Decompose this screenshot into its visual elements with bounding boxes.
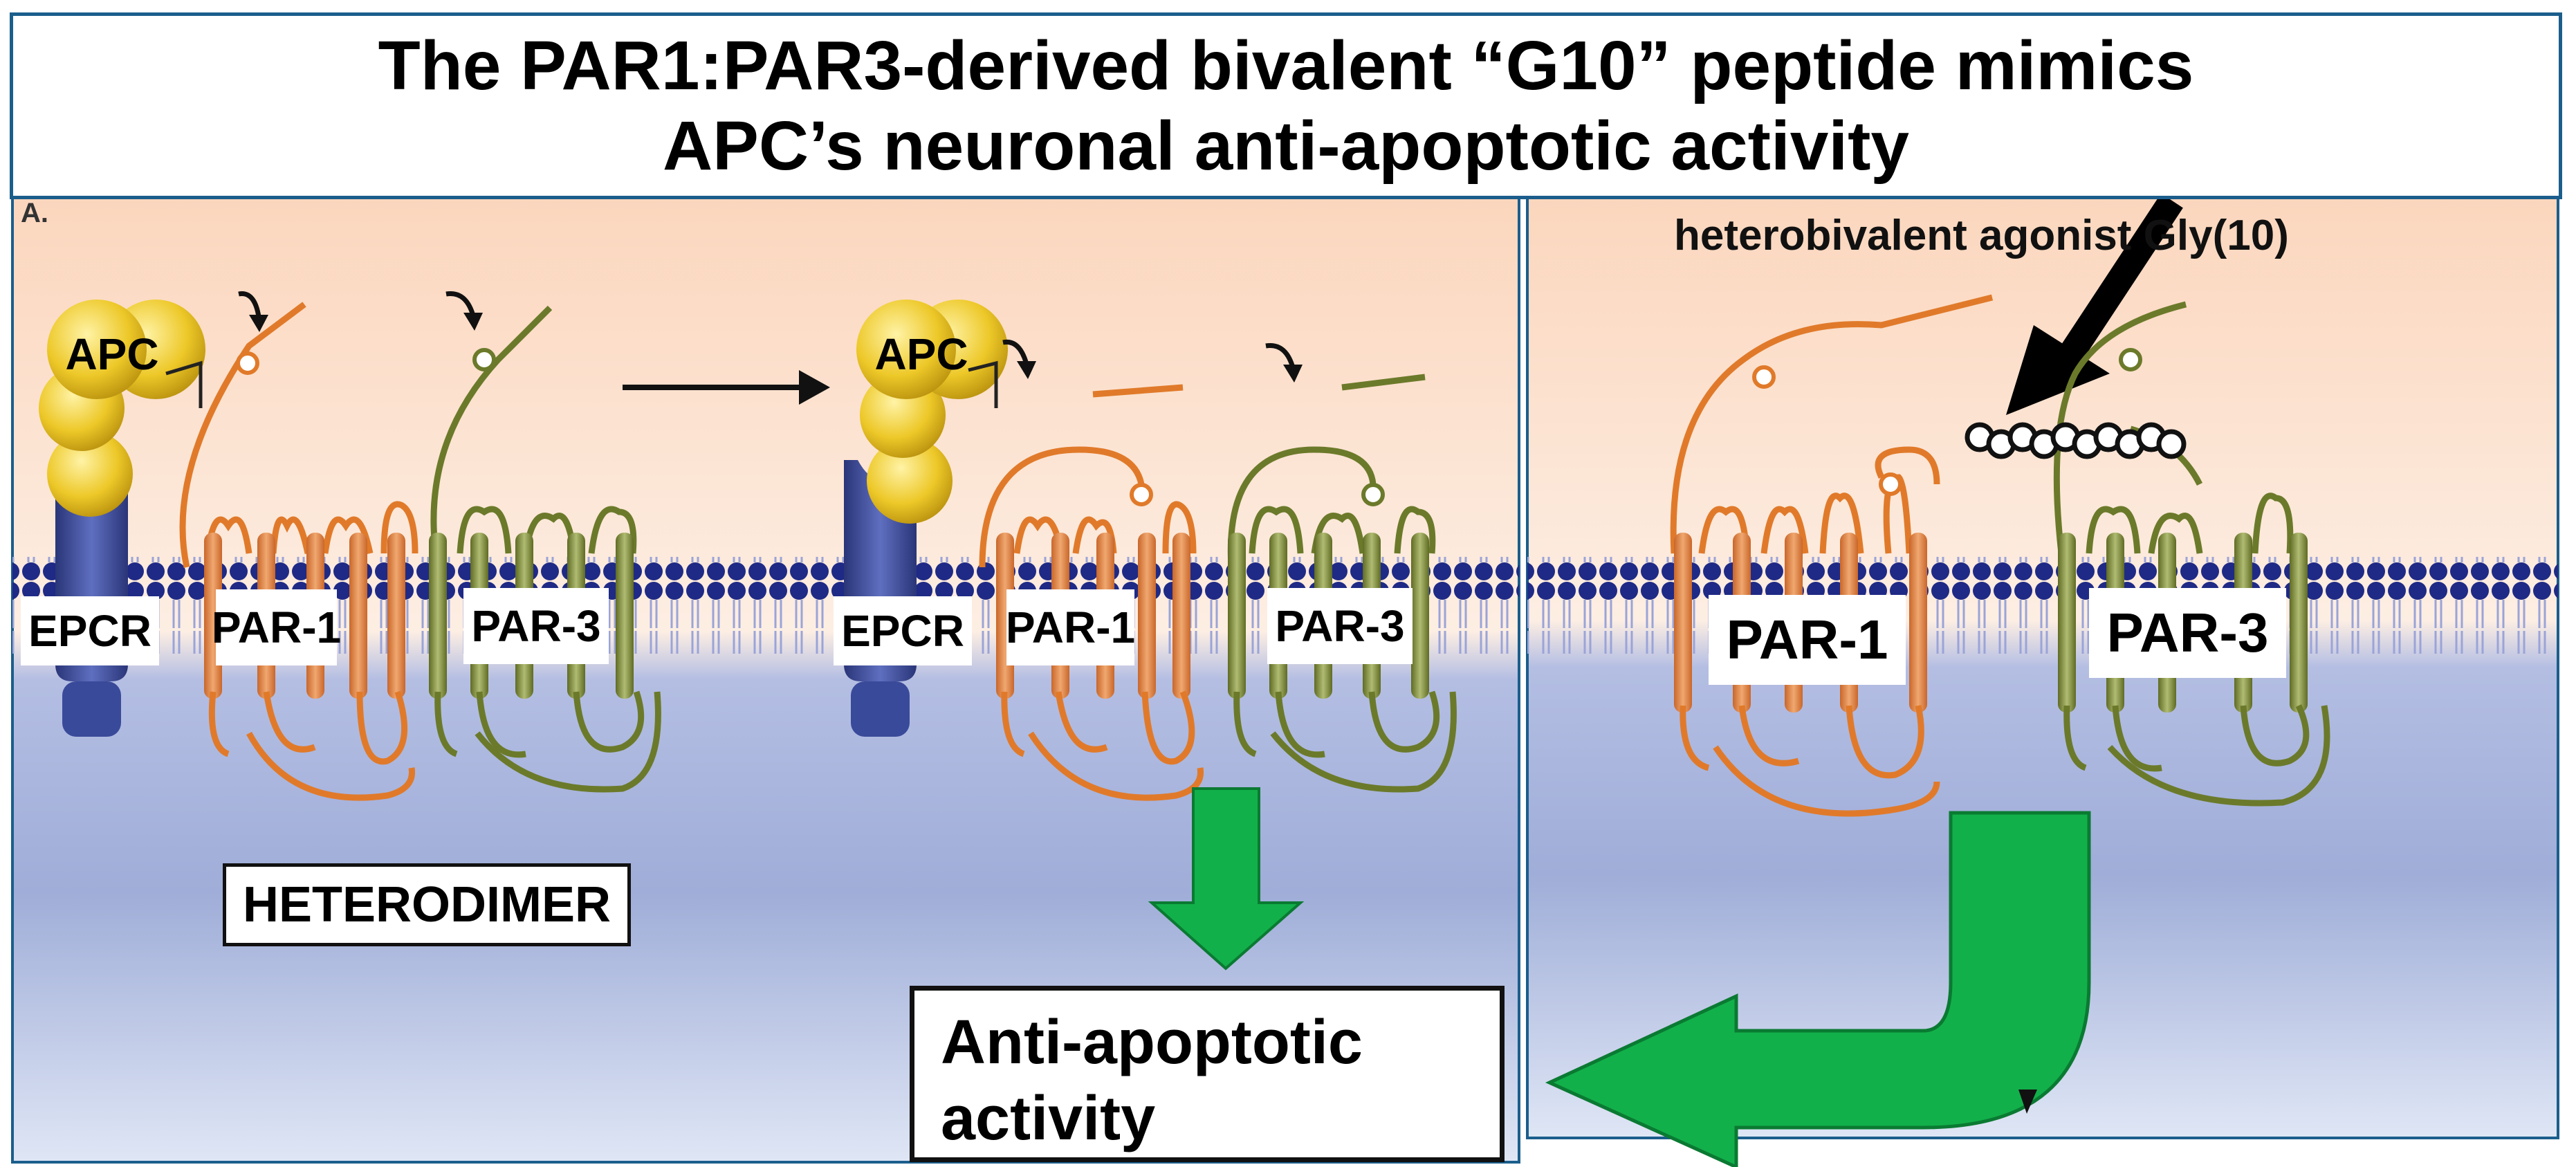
heterodimer-label: HETERODIMER	[223, 863, 631, 946]
epcr-label-left: EPCR	[21, 596, 159, 665]
apc-protein-right	[856, 300, 1008, 524]
title-line-1: The PAR1:PAR3-derived bivalent “G10” pep…	[378, 27, 2194, 104]
cleaved-fragment-par3	[1341, 374, 1426, 391]
panel-a-tag: A.	[21, 198, 48, 228]
signaling-curved-arrow	[1545, 811, 2091, 1167]
agonist-label: heterobivalent agonist Gly(10)	[1674, 212, 2289, 259]
title-box: The PAR1:PAR3-derived bivalent “G10” pep…	[10, 12, 2562, 199]
apc-protein-left	[39, 300, 205, 517]
cleavage-arrowhead-4	[1283, 365, 1303, 383]
cleavage-arrowhead-3	[1017, 361, 1036, 379]
anti-apoptotic-box: Anti-apoptotic activity	[910, 986, 1505, 1162]
cleavage-arrowhead-2	[463, 313, 483, 331]
activation-arrow	[623, 370, 830, 405]
epcr-label-right: EPCR	[834, 596, 972, 665]
par1-label-right: PAR-1	[1006, 589, 1135, 665]
title-line-2: APC’s neuronal anti-apoptotic activity	[662, 107, 1910, 185]
par3-label-panel-b: PAR-3	[2089, 588, 2286, 678]
apc-label-right: APC	[874, 329, 968, 379]
apc-label-left: APC	[65, 329, 159, 379]
par1-label-left: PAR-1	[212, 589, 341, 665]
agonist-pointer-arrow	[2006, 193, 2183, 415]
membrane-panel-b	[1527, 557, 2558, 654]
cleavage-arrowhead-1	[249, 315, 268, 332]
small-cursor-mark	[2018, 1090, 2037, 1114]
gly10-peptide-chain	[1965, 422, 2187, 459]
par3-label-left: PAR-3	[463, 588, 609, 664]
anti-apoptotic-line-1: Anti-apoptotic	[941, 1008, 1363, 1077]
par1-label-panel-b: PAR-1	[1709, 595, 1906, 685]
anti-apoptotic-line-2: activity	[941, 1084, 1156, 1153]
par3-label-right: PAR-3	[1267, 588, 1413, 664]
cleaved-fragment-par1	[1092, 384, 1184, 398]
signaling-down-arrow	[1148, 787, 1305, 971]
